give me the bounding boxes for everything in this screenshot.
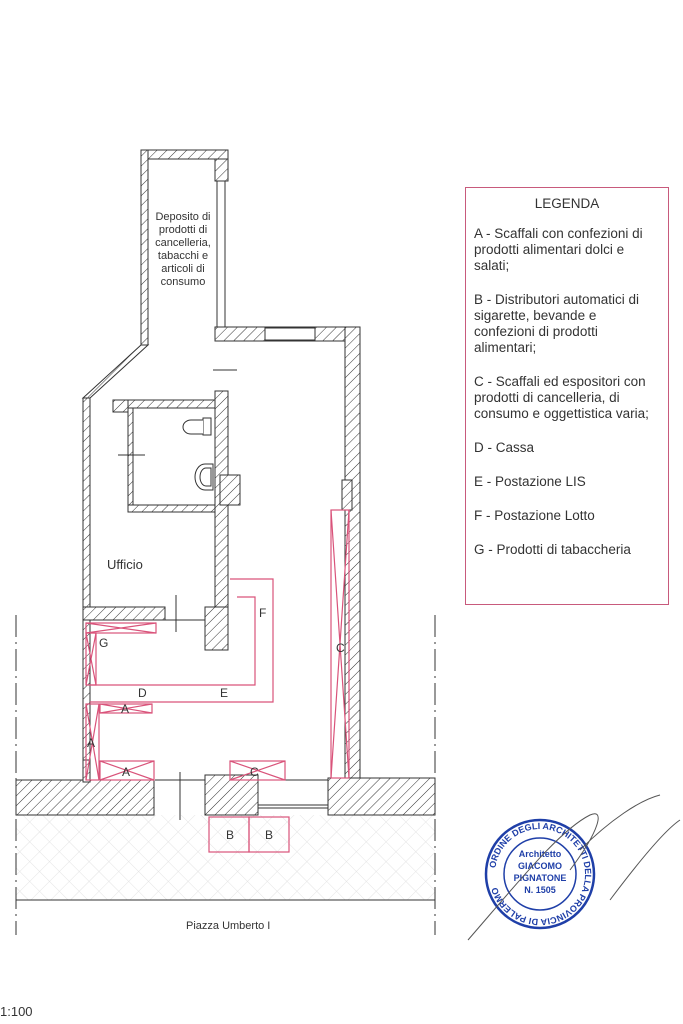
legend-item-e: E - Postazione LIS bbox=[474, 474, 586, 489]
label-a: A bbox=[122, 765, 130, 779]
svg-text:GIACOMO: GIACOMO bbox=[518, 861, 562, 871]
shelf-a-3 bbox=[99, 760, 155, 781]
legend-item-b: B - Distributori automatici di sigarette… bbox=[474, 292, 640, 355]
street-label: Piazza Umberto I bbox=[186, 920, 270, 932]
shelf-c-2 bbox=[330, 509, 350, 779]
counter-f bbox=[90, 578, 274, 703]
deposit-label: consumo bbox=[161, 276, 206, 288]
deposit-label: articoli di bbox=[161, 263, 204, 275]
label-b: B bbox=[265, 828, 273, 842]
office-label: Ufficio bbox=[107, 557, 143, 572]
vending-b-2 bbox=[248, 816, 290, 853]
legend-item-c: C - Scaffali ed espositori con prodotti … bbox=[474, 374, 649, 421]
label-b: B bbox=[226, 828, 234, 842]
deposit-label: tabacchi e bbox=[158, 250, 208, 262]
legend: LEGENDA A - Scaffali con confezioni di p… bbox=[465, 187, 669, 605]
label-e: E bbox=[220, 686, 228, 700]
label-c: C bbox=[250, 765, 259, 779]
label-g: G bbox=[99, 636, 108, 650]
shelf-a-1 bbox=[99, 703, 153, 714]
scale-label: 1:100 bbox=[0, 1004, 33, 1019]
counter-d-e bbox=[90, 596, 256, 686]
pavement bbox=[16, 815, 435, 900]
walls bbox=[15, 149, 436, 820]
deposit-label: Deposito di bbox=[155, 211, 210, 223]
legend-item-g: G - Prodotti di tabaccheria bbox=[474, 542, 631, 557]
sink-icon bbox=[194, 463, 214, 491]
label-a: A bbox=[87, 736, 95, 750]
legend-item-d: D - Cassa bbox=[474, 440, 535, 455]
legend-item-f: F - Postazione Lotto bbox=[474, 508, 595, 523]
deposit-label: prodotti di bbox=[159, 224, 207, 236]
svg-text:N. 1505: N. 1505 bbox=[524, 885, 556, 895]
label-d: D bbox=[138, 686, 147, 700]
furniture bbox=[85, 509, 350, 853]
svg-text:PIGNATONE: PIGNATONE bbox=[514, 873, 567, 883]
label-f: F bbox=[259, 606, 266, 620]
legend-title: LEGENDA bbox=[534, 196, 600, 211]
signature bbox=[467, 794, 681, 941]
toilet-icon bbox=[182, 417, 212, 436]
legend-item-a: A - Scaffali con confezioni di prodotti … bbox=[474, 226, 643, 273]
label-c: C bbox=[336, 641, 345, 655]
deposit-label: cancelleria, bbox=[155, 237, 211, 249]
label-a: A bbox=[121, 702, 129, 716]
svg-text:Architetto: Architetto bbox=[519, 849, 562, 859]
shelf-c-1 bbox=[229, 760, 286, 781]
shelf-g-top bbox=[85, 622, 157, 634]
shelf-a-2 bbox=[85, 703, 100, 781]
architect-stamp: ORDINE DEGLI ARCHITETTI DELLA PROVINCIA … bbox=[484, 818, 596, 930]
